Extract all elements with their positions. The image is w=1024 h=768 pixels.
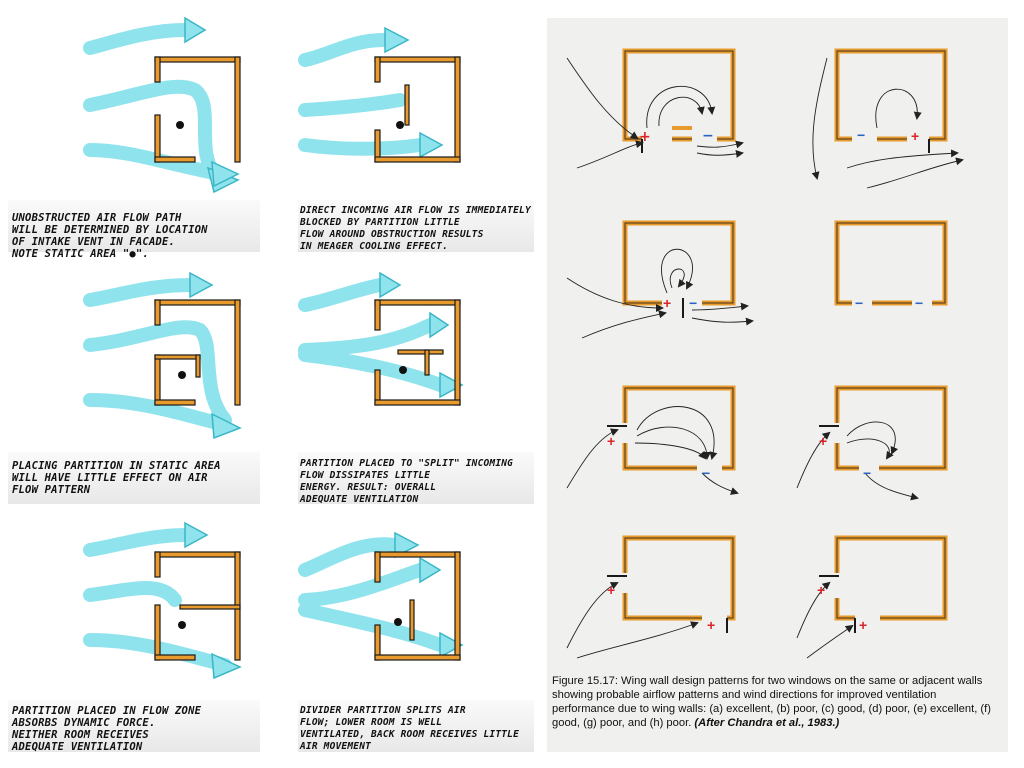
wing-wall-e: + −	[566, 385, 739, 495]
svg-text:+: +	[819, 433, 827, 449]
caption-a: UNOBSTRUCTED AIR FLOW PATH WILL BE DETER…	[12, 212, 208, 260]
caption-strip-b	[298, 200, 534, 252]
svg-text:−: −	[702, 465, 710, 481]
figure-caption: Figure 15.17: Wing wall design patterns …	[552, 674, 1002, 730]
caption-strip-c	[8, 452, 260, 504]
sketch-f	[298, 531, 464, 661]
caption-b: DIRECT INCOMING AIR FLOW IS IMMEDIATELY …	[300, 205, 531, 252]
airflow-arrows	[83, 23, 232, 182]
wing-wall-figure-panel: + − − +	[547, 18, 1008, 752]
wing-wall-h: + +	[796, 535, 948, 659]
caption-e: PARTITION PLACED IN FLOW ZONE ABSORBS DY…	[12, 705, 202, 753]
wing-wall-diagrams-svg: + − − +	[566, 48, 964, 659]
svg-text:+: +	[663, 295, 671, 311]
wing-wall-f: + −	[796, 385, 948, 501]
caption-strip-d	[298, 452, 534, 504]
partition-sketches-svg	[83, 16, 464, 680]
figure-label: Figure 15.17:	[552, 675, 618, 687]
caption-f: DIVIDER PARTITION SPLITS AIR FLOW; LOWER…	[300, 705, 520, 752]
svg-text:−: −	[863, 465, 871, 481]
sketch-e	[83, 521, 242, 680]
svg-text:+: +	[817, 582, 825, 598]
room-walls	[154, 56, 241, 163]
svg-text:−: −	[855, 295, 863, 311]
svg-text:+: +	[607, 582, 615, 598]
caption-strip-f	[298, 700, 534, 752]
svg-text:−: −	[915, 295, 923, 311]
sketch-d	[298, 271, 464, 406]
svg-text:+: +	[859, 617, 867, 633]
static-area-dot	[176, 121, 184, 129]
caption-strip-a	[8, 200, 260, 252]
wing-wall-a: + −	[566, 48, 744, 169]
partition-sketches-panel: UNOBSTRUCTED AIR FLOW PATH WILL BE DETER…	[8, 16, 534, 753]
svg-text:+: +	[911, 128, 919, 144]
wing-wall-d: − −	[834, 220, 948, 311]
caption-d: PARTITION PLACED TO "SPLIT" INCOMING FLO…	[300, 458, 514, 505]
positive-pressure-mark: +	[639, 129, 651, 145]
wing-wall-g: + +	[566, 535, 736, 659]
svg-text:+: +	[607, 433, 615, 449]
negative-pressure-mark: −	[702, 128, 714, 144]
caption-strip-e	[8, 700, 260, 752]
sketch-c	[83, 271, 242, 440]
figure-credit: (After Chandra et al., 1983.)	[694, 717, 840, 729]
svg-text:−: −	[689, 295, 697, 311]
svg-text:+: +	[707, 617, 715, 633]
sketch-b	[298, 26, 461, 163]
wing-wall-c: + −	[566, 220, 754, 339]
svg-text:−: −	[857, 127, 865, 143]
figure-text: Wing wall design patterns for two window…	[552, 675, 991, 729]
caption-c: PLACING PARTITION IN STATIC AREA WILL HA…	[12, 460, 221, 496]
sketch-a	[83, 16, 241, 194]
wing-wall-b: − +	[811, 48, 964, 189]
